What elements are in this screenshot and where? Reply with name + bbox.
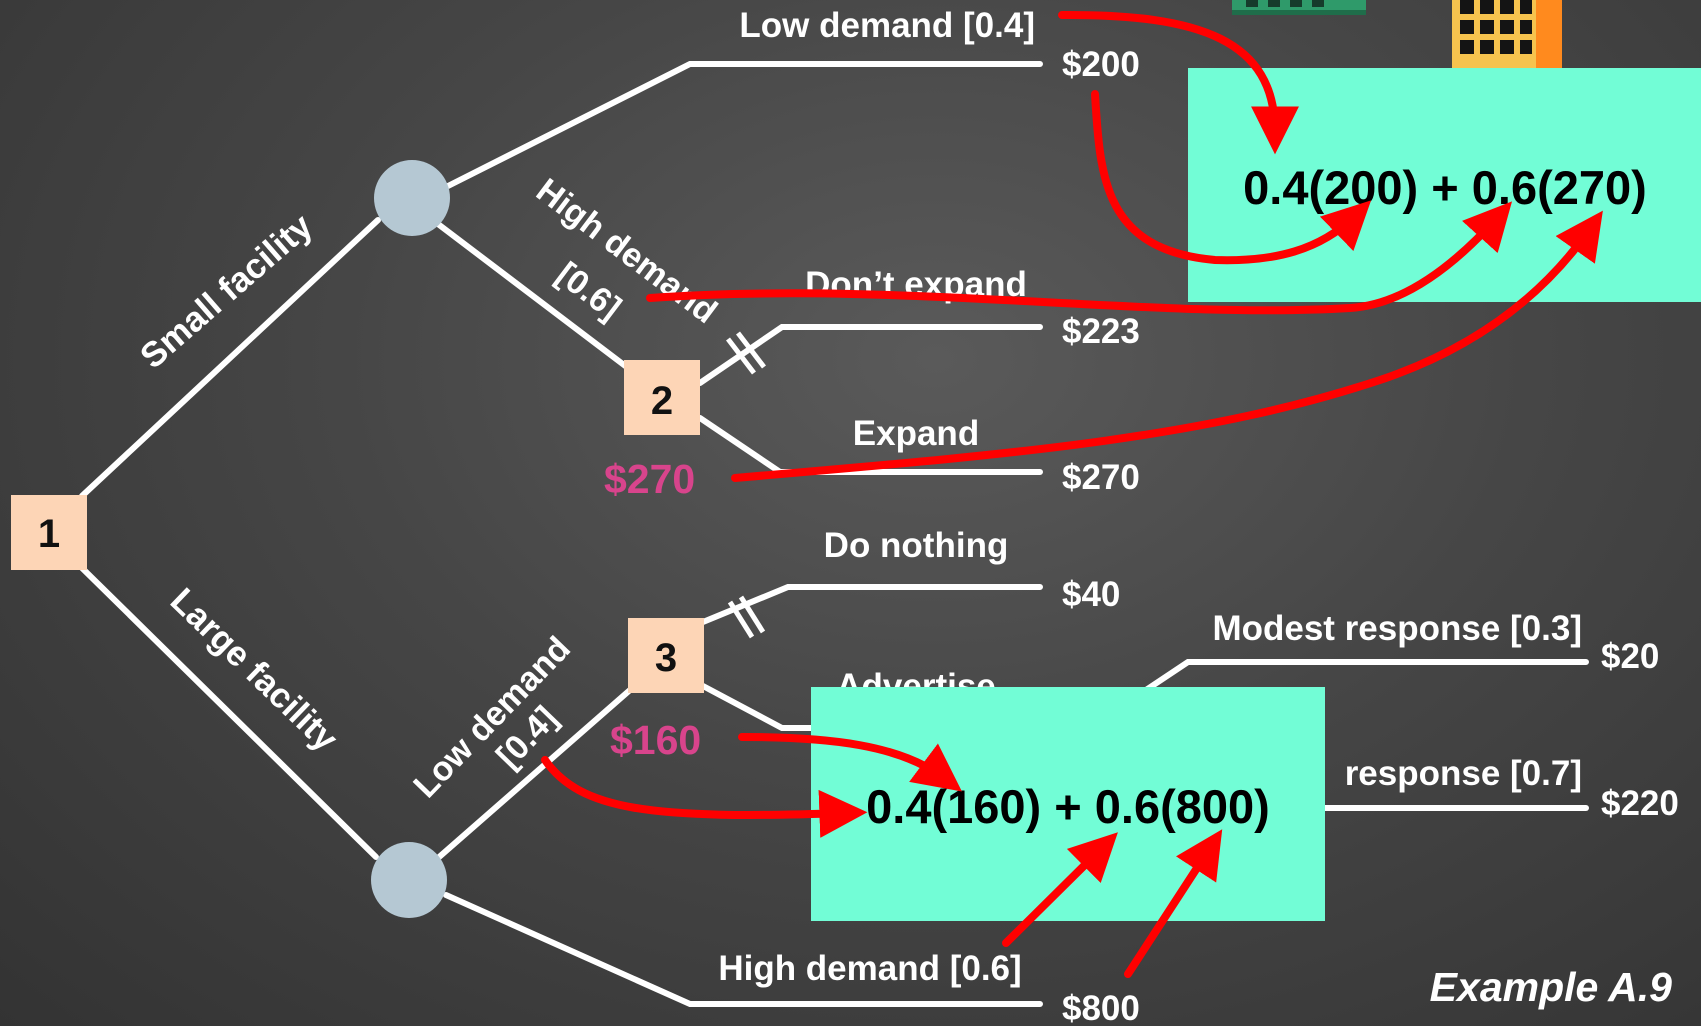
arrow-prob-0.4-top: [1058, 10, 1299, 155]
branch-do-nothing: [700, 584, 1043, 625]
chance-node-large: [371, 842, 447, 918]
branch-large-high-demand: [443, 892, 1043, 1007]
label-sizable-response: response [0.7]: [1345, 754, 1582, 793]
formula-large-facility: 0.4(160) + 0.6(800): [866, 780, 1270, 833]
label-small-high-demand-line1: High demand: [529, 171, 724, 331]
chance-node-small: [374, 160, 450, 236]
decision-node-3: [628, 618, 704, 693]
branch-small-low-demand: [445, 61, 1043, 189]
label-small-low-demand: Low demand [0.4]: [739, 6, 1035, 45]
payoff-sizable: $220: [1601, 784, 1679, 823]
decision-node-3-label: 3: [655, 636, 677, 680]
arrow-prob-0.4-bottom: [541, 756, 868, 838]
branch-lines: [79, 61, 1589, 1007]
label-small-facility: Small facility: [133, 206, 320, 376]
branch-modest-response: [1143, 659, 1589, 693]
payoff-modest: $20: [1601, 637, 1659, 676]
branch-large-facility: [79, 565, 379, 860]
payoff-expand: $270: [1062, 458, 1140, 497]
branch-dont-expand: [697, 324, 1043, 386]
prune-marks: [726, 331, 766, 639]
label-modest-response: Modest response [0.3]: [1212, 609, 1582, 648]
decision-node-2: [624, 360, 700, 435]
payoff-dont-expand: $223: [1062, 312, 1140, 351]
payoff-small-low: $200: [1062, 45, 1140, 84]
arrow-prob-0.6-top: [646, 201, 1513, 315]
formula-small-facility: 0.4(200) + 0.6(270): [1243, 161, 1647, 214]
branch-small-high-demand: [435, 221, 631, 371]
decision-node-1-label: 1: [38, 512, 60, 556]
red-arrows: [541, 10, 1603, 978]
building-clipart-icon: [1232, 0, 1562, 72]
rollback-node-3: $160: [610, 717, 701, 763]
label-large-high-demand: High demand [0.6]: [718, 949, 1021, 988]
branch-small-facility: [79, 217, 381, 499]
rollback-node-2: $270: [604, 456, 695, 502]
label-expand: Expand: [853, 414, 979, 453]
branch-advertise: [700, 683, 815, 731]
arrow-value-200: [1091, 90, 1372, 265]
label-large-facility: Large facility: [163, 581, 346, 759]
arrow-prob-0.6-bottom: [1002, 832, 1118, 947]
decision-node-2-label: 2: [651, 379, 673, 423]
label-do-nothing: Do nothing: [824, 526, 1009, 565]
arrow-value-270: [731, 210, 1603, 482]
arrow-value-800: [1124, 829, 1223, 978]
arrow-value-160: [738, 733, 962, 792]
example-caption: Example A.9: [1430, 964, 1673, 1010]
branch-large-low-demand: [435, 687, 633, 861]
payoff-large-high: $800: [1062, 989, 1140, 1026]
decision-node-1: [11, 495, 87, 570]
payoff-do-nothing: $40: [1062, 575, 1120, 614]
